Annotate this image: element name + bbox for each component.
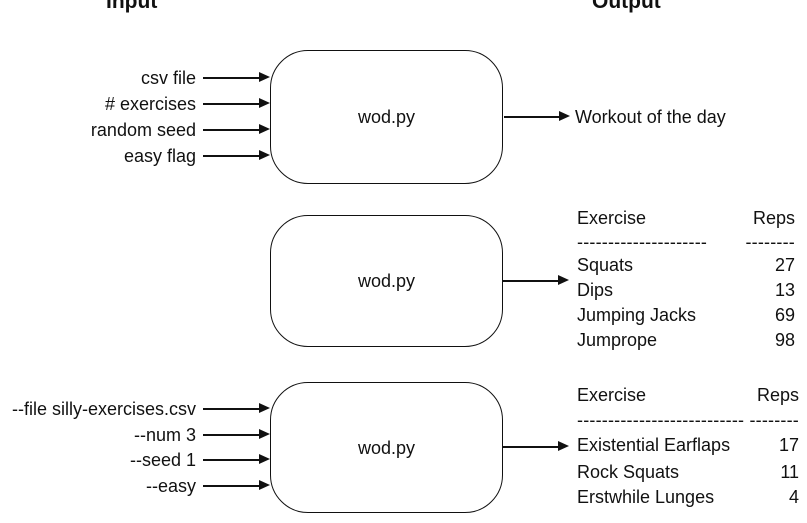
input-item-label: --num 3 bbox=[133, 425, 196, 445]
table-row: Erstwhile Lunges 4 bbox=[577, 487, 799, 507]
input-column-label: Input bbox=[106, 0, 158, 13]
table-rule-row: --------------------- -------- bbox=[577, 232, 795, 252]
input-arrow-icon bbox=[203, 99, 270, 108]
input-arrow-icon bbox=[203, 404, 270, 413]
table-header-row: Exercise Reps bbox=[577, 385, 799, 405]
reps-rule: -------- bbox=[749, 410, 799, 430]
table-row: Jumping Jacks 69 bbox=[577, 305, 795, 325]
table-header-exercise: Exercise bbox=[577, 385, 647, 405]
cell-reps: 27 bbox=[774, 255, 795, 275]
input-item-label: easy flag bbox=[123, 146, 196, 166]
table-row: Jumprope 98 bbox=[577, 330, 795, 350]
table-header-reps: Reps bbox=[756, 385, 799, 405]
cell-exercise: Rock Squats bbox=[577, 462, 680, 482]
table-row: Rock Squats 11 bbox=[577, 462, 799, 482]
input-arrow-icon bbox=[203, 481, 270, 490]
process-box-wodpy-2: wod.py bbox=[270, 215, 503, 347]
process-box-wodpy-1: wod.py bbox=[270, 50, 503, 184]
cell-exercise: Existential Earflaps bbox=[577, 435, 731, 455]
input-arrow-icon bbox=[203, 455, 270, 464]
cell-exercise: Dips bbox=[577, 280, 614, 300]
process-box-label: wod.py bbox=[357, 271, 416, 291]
input-item-label: --seed 1 bbox=[129, 450, 196, 470]
cell-reps: 17 bbox=[778, 435, 799, 455]
table-row: Dips 13 bbox=[577, 280, 795, 300]
reps-rule: -------- bbox=[745, 232, 795, 252]
table-row: Existential Earflaps 17 bbox=[577, 435, 799, 455]
cell-exercise: Jumprope bbox=[577, 330, 658, 350]
cell-reps: 98 bbox=[774, 330, 795, 350]
exercise-rule: --------------------- bbox=[577, 232, 708, 252]
output-arrow-icon bbox=[503, 276, 569, 285]
cell-reps: 4 bbox=[788, 487, 799, 507]
input-arrow-icon bbox=[203, 125, 270, 134]
output-column-label: Output bbox=[592, 0, 661, 13]
cell-reps: 11 bbox=[780, 462, 799, 482]
input-arrow-icon bbox=[203, 73, 270, 82]
table-header-reps: Reps bbox=[752, 208, 795, 228]
output-text: Workout of the day bbox=[575, 107, 726, 127]
table-row: Squats 27 bbox=[577, 255, 795, 275]
output-arrow-icon bbox=[504, 112, 570, 121]
cell-reps: 13 bbox=[774, 280, 795, 300]
cell-exercise: Squats bbox=[577, 255, 634, 275]
input-item-label: # exercises bbox=[104, 94, 196, 114]
table-header-row: Exercise Reps bbox=[577, 208, 795, 228]
input-arrow-icon bbox=[203, 151, 270, 160]
cell-exercise: Jumping Jacks bbox=[577, 305, 697, 325]
input-item-label: random seed bbox=[90, 120, 196, 140]
cell-exercise: Erstwhile Lunges bbox=[577, 487, 715, 507]
input-item-label: --file silly-exercises.csv bbox=[11, 399, 196, 419]
process-box-wodpy-3: wod.py bbox=[270, 382, 503, 513]
table-header-exercise: Exercise bbox=[577, 208, 647, 228]
input-item-label: csv file bbox=[140, 68, 196, 88]
input-arrow-icon bbox=[203, 430, 270, 439]
cell-reps: 69 bbox=[774, 305, 795, 325]
input-item-label: --easy bbox=[145, 476, 196, 496]
process-box-label: wod.py bbox=[357, 437, 416, 458]
process-box-label: wod.py bbox=[357, 107, 416, 127]
exercise-rule: --------------------------- bbox=[577, 410, 745, 430]
table-rule-row: --------------------------- -------- bbox=[577, 410, 799, 430]
output-arrow-icon bbox=[503, 442, 569, 451]
